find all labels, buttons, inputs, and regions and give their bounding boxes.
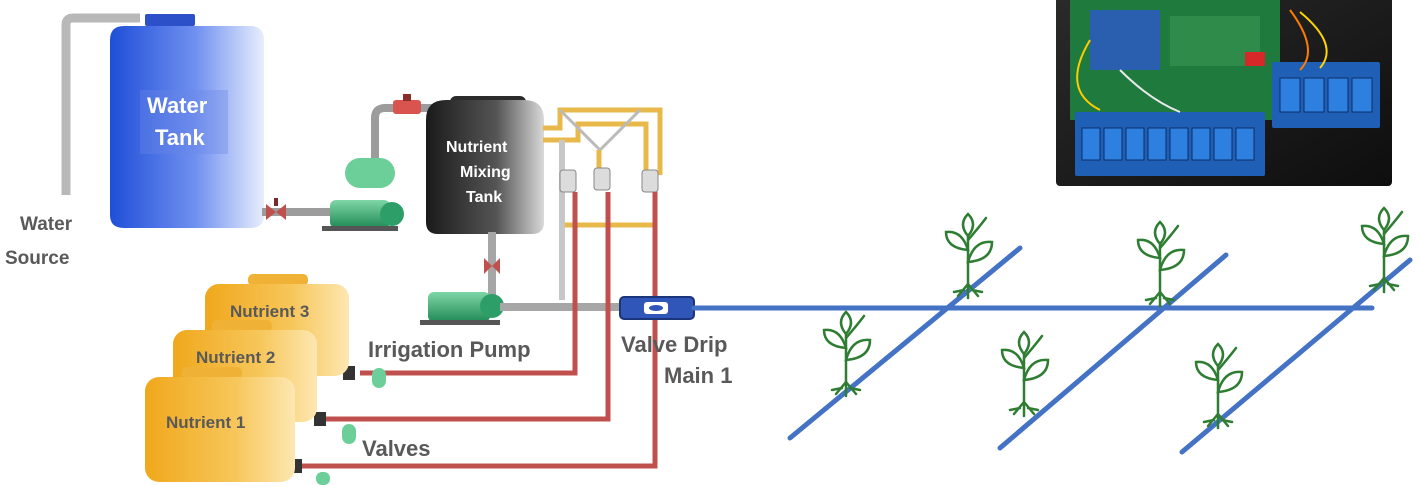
nutrient-3-label: Nutrient 3 bbox=[230, 302, 309, 321]
mixing-tank-label-1: Nutrient bbox=[446, 139, 508, 156]
mixing-outlet-pipe bbox=[484, 232, 500, 300]
water-source-label-2: Source bbox=[5, 248, 69, 269]
water-tank bbox=[110, 14, 264, 228]
sprout-icon bbox=[1136, 220, 1186, 308]
nutrient-1-label: Nutrient 1 bbox=[166, 413, 245, 432]
irrigation-pump-label: Irrigation Pump bbox=[368, 337, 531, 362]
water-source-label-1: Water bbox=[20, 214, 73, 235]
drip-lines bbox=[691, 245, 1413, 455]
sprout-icon bbox=[822, 310, 872, 398]
drip-main-valve-icon bbox=[619, 296, 695, 320]
water-tank-label-1: Water bbox=[147, 93, 208, 118]
water-tank-label-2: Tank bbox=[155, 125, 205, 150]
feed-pump-icon bbox=[322, 158, 404, 231]
sprout-icon bbox=[1194, 342, 1244, 430]
water-source-pipe bbox=[61, 13, 140, 195]
sprout-icon bbox=[1360, 206, 1410, 294]
plants bbox=[822, 206, 1410, 430]
irrigation-pump-icon bbox=[420, 292, 504, 325]
valve-drip-label-1: Valve Drip bbox=[621, 332, 727, 357]
feed-pipe bbox=[262, 104, 440, 216]
sprout-icon bbox=[1000, 330, 1050, 418]
return-pipes bbox=[543, 107, 663, 300]
nutrient-2-label: Nutrient 2 bbox=[196, 348, 275, 367]
mixing-tank-label-2: Mixing bbox=[460, 164, 511, 181]
mixing-tank bbox=[426, 96, 544, 234]
valve-drip-label-2: Main 1 bbox=[664, 363, 732, 388]
valves-label: Valves bbox=[362, 436, 431, 461]
sprout-icon bbox=[944, 212, 994, 300]
inlet-valve-icon bbox=[266, 198, 286, 220]
nutrient-pipes bbox=[300, 192, 658, 469]
controller-photo bbox=[1056, 0, 1392, 186]
top-valve-icon bbox=[393, 94, 421, 114]
dosing-valves bbox=[559, 167, 659, 193]
mixing-tank-label-3: Tank bbox=[466, 189, 502, 206]
nutrient-tank-1 bbox=[145, 367, 295, 482]
